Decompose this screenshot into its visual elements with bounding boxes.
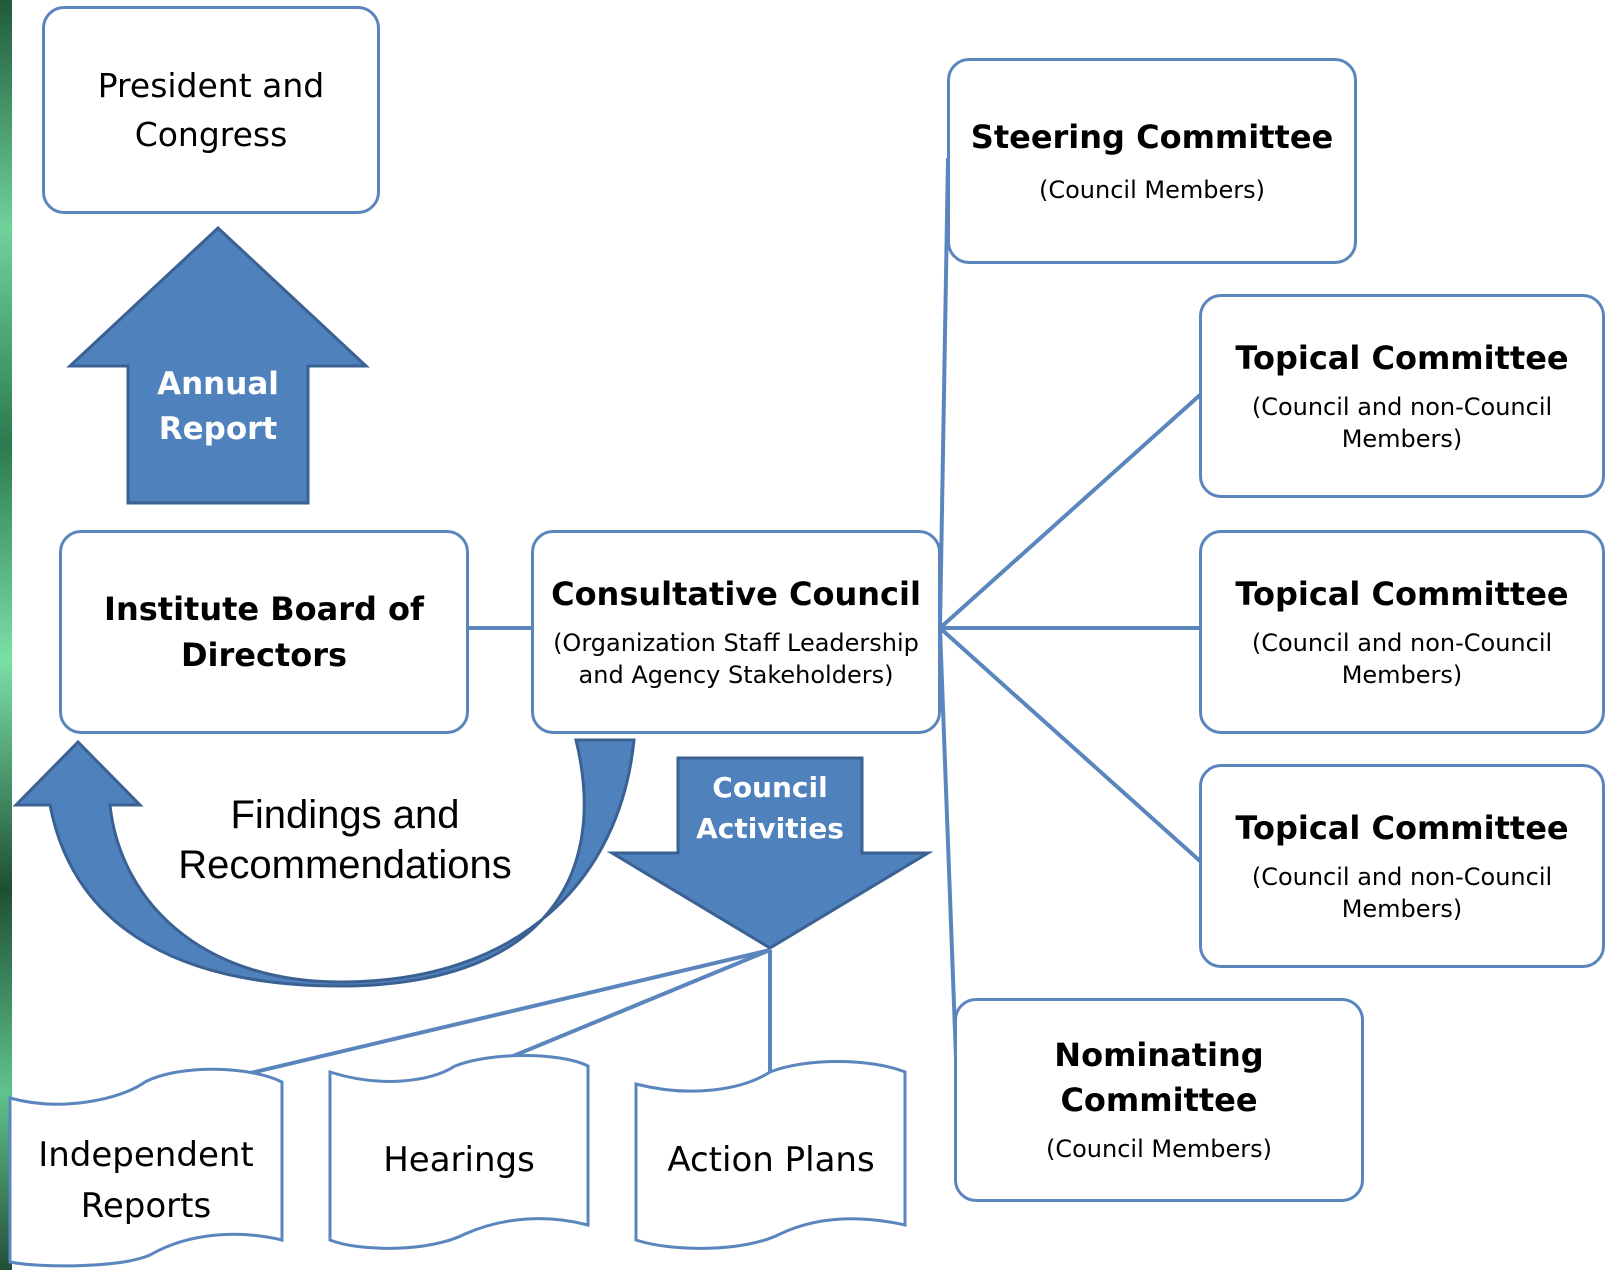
document-shape-action-plans xyxy=(634,1060,907,1250)
connector-council-steering xyxy=(938,157,950,629)
topical-committee-title-1: Topical Committee xyxy=(1235,339,1569,378)
findings-recommendations-label: Findings and Recommendations xyxy=(178,793,512,887)
document-action-plans: Action Plans xyxy=(667,1139,875,1180)
council-activities-arrow xyxy=(606,756,934,950)
document-hearings: Hearings xyxy=(383,1139,535,1180)
topical-committee-subtitle-2: (Council and non-Council Members) xyxy=(1251,629,1553,690)
consultative-council-subtitle: (Organization Staff Leadership and Agenc… xyxy=(553,629,919,690)
topical-committee-box-1: Topical Committee (Council and non-Counc… xyxy=(1199,294,1605,498)
document-independent-reports: Independent Reports xyxy=(38,1135,254,1226)
consultative-council-title: Consultative Council xyxy=(551,575,921,614)
topical-committee-box-3: Topical Committee (Council and non-Counc… xyxy=(1199,764,1605,968)
topical-committee-subtitle-3: (Council and non-Council Members) xyxy=(1251,863,1553,924)
document-shape-independent-reports xyxy=(8,1067,284,1268)
topical-committee-box-2: Topical Committee (Council and non-Counc… xyxy=(1199,530,1605,734)
board-of-directors-box: Institute Board of Directors xyxy=(59,530,469,734)
topical-committee-subtitle-1: (Council and non-Council Members) xyxy=(1251,393,1553,454)
nominating-committee-title: Nominating Committee xyxy=(1054,1036,1264,1120)
document-shape-hearings xyxy=(328,1054,590,1250)
consultative-council-box: Consultative Council (Organization Staff… xyxy=(531,530,941,734)
nominating-committee-box: Nominating Committee (Council Members) xyxy=(954,998,1364,1202)
connector-council-topical-1 xyxy=(938,393,1202,630)
steering-committee-subtitle: (Council Members) xyxy=(1039,175,1265,204)
connector-council-topical-3 xyxy=(938,626,1202,863)
council-activities-label: Council Activities xyxy=(696,771,844,846)
annual-report-label: Annual Report xyxy=(157,366,279,447)
findings-curved-arrow xyxy=(12,738,636,988)
steering-committee-box: Steering Committee (Council Members) xyxy=(947,58,1357,264)
topical-committee-title-2: Topical Committee xyxy=(1235,575,1569,614)
background-strip xyxy=(0,0,12,1270)
connector-council-nominating xyxy=(938,627,959,1086)
nominating-committee-subtitle: (Council Members) xyxy=(1046,1135,1272,1163)
annual-report-arrow xyxy=(66,225,370,505)
board-of-directors-title: Institute Board of Directors xyxy=(104,589,424,674)
president-congress-title: President and Congress xyxy=(97,65,325,155)
topical-committee-title-3: Topical Committee xyxy=(1235,809,1569,848)
steering-committee-title: Steering Committee xyxy=(970,117,1334,156)
president-congress-box: President and Congress xyxy=(42,6,380,214)
